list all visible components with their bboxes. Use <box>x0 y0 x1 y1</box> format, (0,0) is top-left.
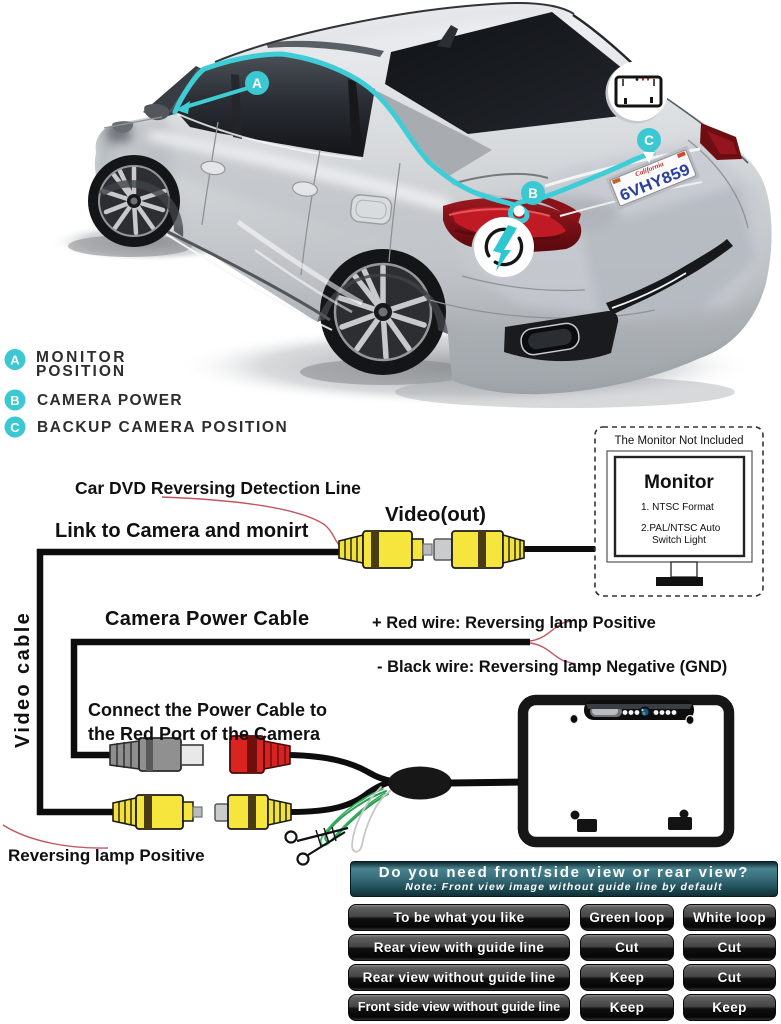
svg-text:Camera Power Cable: Camera Power Cable <box>105 608 309 630</box>
svg-text:2.PAL/NTSC Auto: 2.PAL/NTSC Auto <box>641 523 721 534</box>
svg-text:C: C <box>10 420 20 435</box>
svg-text:B: B <box>528 186 538 201</box>
svg-text:the Red Port of the Camera: the Red Port of the Camera <box>88 724 321 744</box>
svg-text:C: C <box>644 133 654 148</box>
svg-text:The Monitor Not Included: The Monitor Not Included <box>614 435 743 447</box>
svg-text:A: A <box>10 353 20 368</box>
svg-text:Link to Camera and monirt: Link to Camera and monirt <box>55 520 309 542</box>
svg-text:POSITION: POSITION <box>36 363 126 380</box>
svg-text:A: A <box>252 76 262 91</box>
svg-text:1. NTSC Format: 1. NTSC Format <box>641 502 714 513</box>
svg-text:Connect the Power Cable to: Connect the Power Cable to <box>88 700 327 720</box>
svg-text:CAMERA POWER: CAMERA POWER <box>37 392 183 409</box>
svg-text:Switch Light: Switch Light <box>652 535 706 546</box>
svg-text:Car DVD Reversing Detection Li: Car DVD Reversing Detection Line <box>75 478 361 498</box>
svg-text:Reversing lamp Positive: Reversing lamp Positive <box>8 846 205 865</box>
svg-text:Video cable: Video cable <box>12 611 34 748</box>
svg-text:MONITOR: MONITOR <box>36 349 127 366</box>
svg-text:Video(out): Video(out) <box>385 503 486 526</box>
svg-text:+ Red wire: Reversing lamp Pos: + Red wire: Reversing lamp Positive <box>372 614 656 632</box>
svg-text:B: B <box>10 393 19 408</box>
svg-text:BACKUP CAMERA POSITION: BACKUP CAMERA POSITION <box>37 419 288 436</box>
svg-text:Monitor: Monitor <box>644 472 714 493</box>
svg-text:- Black wire: Reversing lamp N: - Black wire: Reversing lamp Negative (G… <box>377 658 727 676</box>
